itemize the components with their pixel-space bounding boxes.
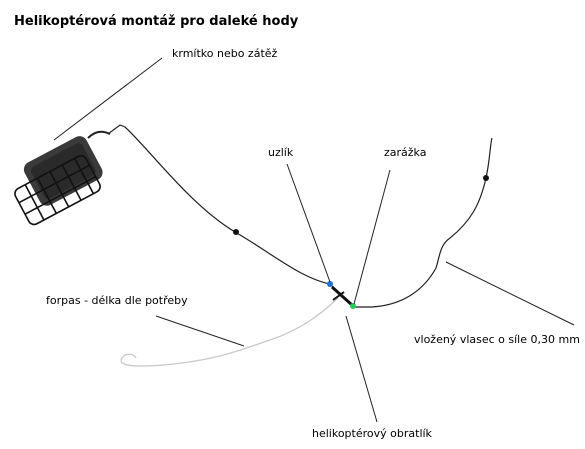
insert-line-pointer — [445, 261, 575, 326]
main-line — [107, 124, 339, 293]
feeder-grid — [14, 154, 101, 226]
feeder-ring — [87, 130, 111, 139]
stopper-dot — [350, 303, 356, 309]
label-stopper: zarážka — [384, 146, 426, 159]
leader-pointer — [155, 315, 245, 347]
label-feeder: krmítko nebo zátěž — [172, 47, 278, 60]
bead-marker — [483, 175, 489, 181]
swivel-arm — [332, 291, 345, 301]
diagram-title: Helikoptérová montáž pro daleké hody — [14, 14, 299, 29]
feeder-cage — [14, 130, 111, 226]
stopper-pointer — [353, 169, 391, 305]
label-insert-line: vložený vlasec o síle 0,30 mm — [414, 333, 580, 346]
bead-marker — [233, 229, 239, 235]
knot-pointer — [286, 163, 331, 283]
knot-dot — [327, 281, 333, 287]
label-knot: uzlík — [268, 146, 294, 159]
insert-line — [352, 137, 493, 308]
leader-line — [120, 297, 339, 367]
label-leader: forpas - délka dle potřeby — [46, 294, 188, 307]
label-swivel: helikoptérový obratlík — [312, 427, 433, 440]
feeder-body-inner — [30, 143, 96, 199]
feeder-pointer — [53, 57, 163, 141]
helicopter-swivel — [330, 285, 354, 307]
swivel-body — [330, 285, 354, 307]
swivel-pointer — [345, 315, 378, 423]
